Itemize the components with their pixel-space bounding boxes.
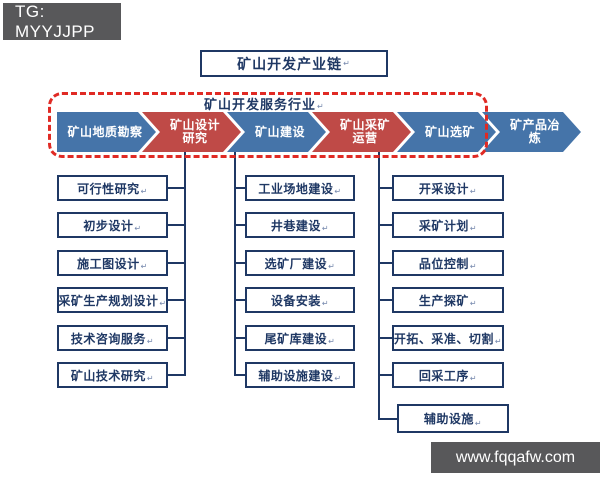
flow-box: 尾矿库建设↵: [245, 325, 355, 351]
paragraph-mark: ↵: [343, 59, 351, 68]
flow-step-3: 矿山建设: [227, 112, 326, 152]
connector-line: [166, 337, 186, 339]
connector-line: [378, 418, 399, 420]
paragraph-mark: ↵: [494, 337, 503, 346]
connector-line: [378, 152, 380, 420]
paragraph-mark: ↵: [134, 224, 142, 233]
connector-line: [234, 337, 247, 339]
flow-box: 工业场地建设↵: [245, 175, 355, 201]
flow-box: 井巷建设↵: [245, 212, 355, 238]
flow-box: 采矿生产规划设计↵: [57, 287, 168, 313]
flow-box: 开采设计↵: [392, 175, 504, 201]
connector-line: [378, 224, 394, 226]
service-industry-label: 矿山开发服务行业↵: [204, 94, 325, 113]
flow-box: 生产探矿↵: [392, 287, 504, 313]
paragraph-mark: ↵: [317, 102, 325, 111]
connector-line: [378, 187, 394, 189]
connector-line: [234, 262, 247, 264]
paragraph-mark: ↵: [474, 419, 483, 428]
connector-line: [378, 337, 394, 339]
paragraph-mark: ↵: [321, 224, 330, 233]
connector-line: [166, 262, 186, 264]
connector-line: [234, 224, 247, 226]
paragraph-mark: ↵: [146, 337, 155, 346]
flow-box: 品位控制↵: [392, 250, 504, 276]
flow-box: 施工图设计↵: [57, 250, 168, 276]
paragraph-mark: ↵: [469, 262, 478, 271]
paragraph-mark: ↵: [159, 299, 167, 308]
paragraph-mark: ↵: [469, 224, 478, 233]
connector-line: [166, 299, 186, 301]
connector-line: [234, 374, 247, 376]
paragraph-mark: ↵: [321, 299, 330, 308]
connector-line: [166, 187, 186, 189]
flow-box: 开拓、采准、切割↵: [392, 325, 504, 351]
flow-box: 回采工序↵: [392, 362, 504, 388]
paragraph-mark: ↵: [469, 374, 478, 383]
paragraph-mark: ↵: [334, 187, 342, 196]
connector-line: [234, 187, 247, 189]
connector-line: [378, 374, 394, 376]
watermark-tg-badge: TG: MYYJJPP: [3, 2, 121, 41]
flow-step-5: 矿山选矿: [397, 112, 496, 152]
flow-box: 辅助设施建设↵: [245, 362, 355, 388]
service-industry-label-text: 矿山开发服务行业: [204, 97, 317, 112]
flow-box: 辅助设施↵: [397, 404, 509, 433]
chain-title-box: 矿山开发产业链↵: [200, 50, 388, 77]
flow-box: 设备安装↵: [245, 287, 355, 313]
paragraph-mark: ↵: [328, 262, 336, 271]
flow-box: 可行性研究↵: [57, 175, 168, 201]
paragraph-mark: ↵: [469, 299, 478, 308]
watermark-site-badge: www.fqqafw.com: [431, 442, 600, 473]
connector-line: [378, 299, 394, 301]
flow-step-4: 矿山采矿运营: [312, 112, 411, 152]
connector-line: [234, 299, 247, 301]
paragraph-mark: ↵: [469, 187, 478, 196]
paragraph-mark: ↵: [328, 337, 336, 346]
flow-box: 选矿厂建设↵: [245, 250, 355, 276]
flow-box: 技术咨询服务↵: [57, 325, 168, 351]
chain-title: 矿山开发产业链: [237, 55, 343, 72]
connector-line: [378, 262, 394, 264]
flow-step-6: 矿产品冶炼: [482, 112, 581, 152]
connector-line: [184, 152, 186, 376]
flow-box: 初步设计↵: [57, 212, 168, 238]
flow-box: 矿山技术研究↵: [57, 362, 168, 388]
paragraph-mark: ↵: [146, 374, 155, 383]
paragraph-mark: ↵: [140, 187, 148, 196]
connector-line: [166, 374, 186, 376]
paragraph-mark: ↵: [140, 262, 148, 271]
paragraph-mark: ↵: [334, 374, 342, 383]
flow-box: 采矿计划↵: [392, 212, 504, 238]
connector-line: [166, 224, 186, 226]
flow-step-1: 矿山地质勘察: [57, 112, 156, 152]
connector-line: [234, 152, 236, 376]
flow-step-2: 矿山设计研究: [142, 112, 241, 152]
